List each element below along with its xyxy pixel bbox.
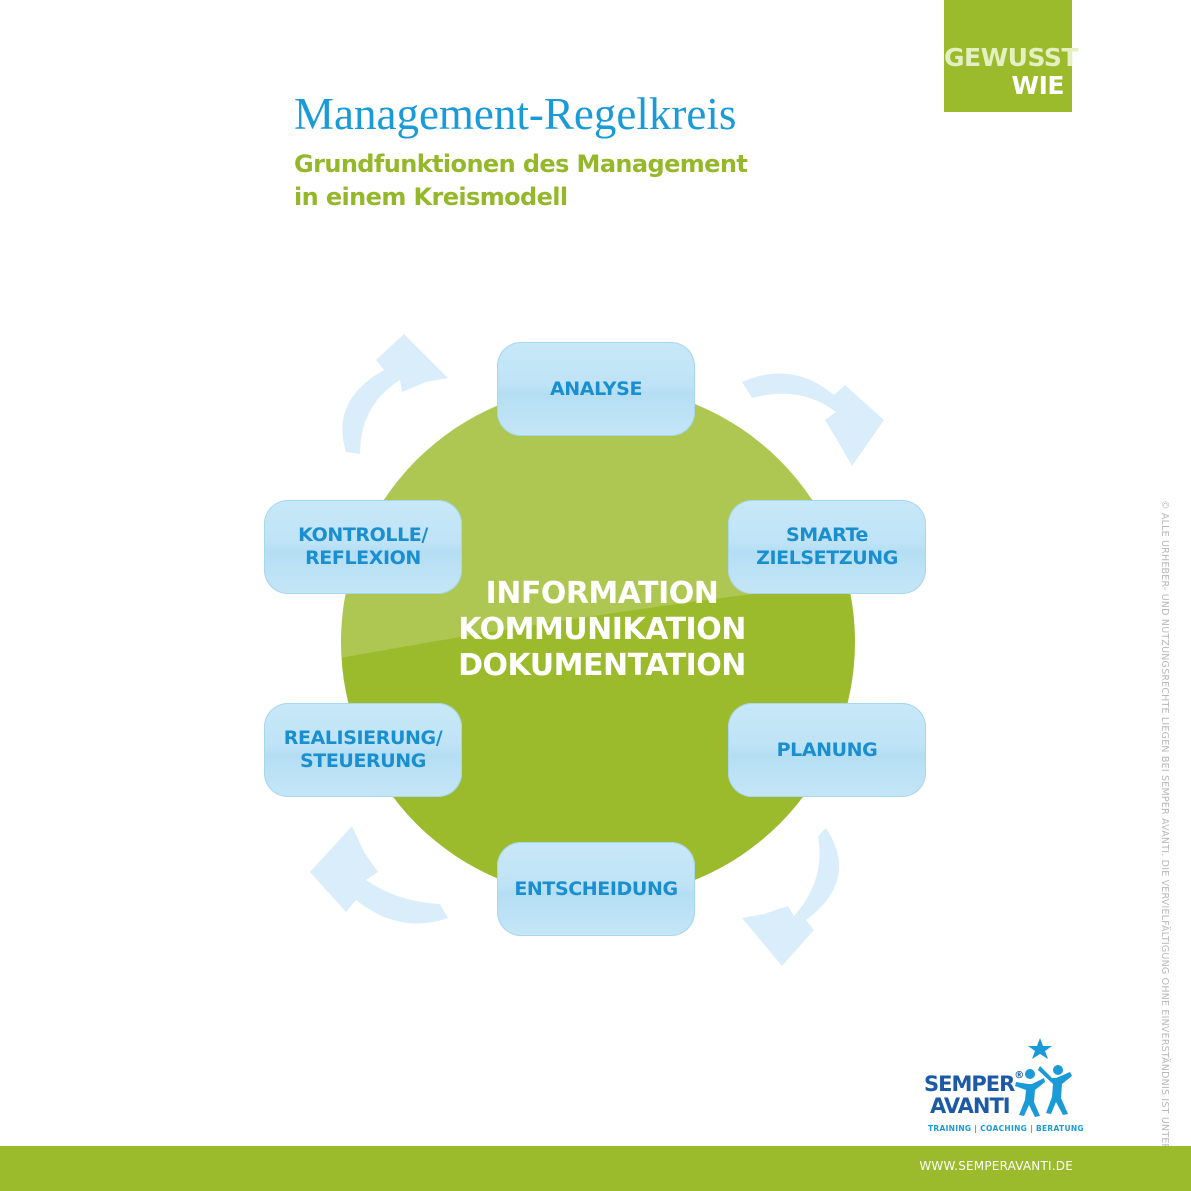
page-subtitle: Grundfunktionen des Management in einem … <box>294 148 748 214</box>
subtitle-line2: in einem Kreismodell <box>294 183 568 211</box>
badge-line2: WIE <box>1011 71 1065 100</box>
logo-semper-text: SEMPER® <box>924 1070 1024 1096</box>
node-entscheidung: ENTSCHEIDUNG <box>497 842 695 936</box>
logo-avanti-text: AVANTI <box>930 1094 1011 1118</box>
node-entscheidung-label: ENTSCHEIDUNG <box>514 877 678 900</box>
center-label-information: INFORMATION <box>485 576 719 611</box>
subtitle-line1: Grundfunktionen des Management <box>294 150 748 178</box>
gewusst-wie-badge: GEWUSST WIE <box>944 0 1078 112</box>
logo-tagline: TRAINING | COACHING | BERATUNG <box>928 1124 1084 1133</box>
center-label: INFORMATION KOMMUNIKATION DOKUMENTATION <box>402 576 802 684</box>
cycle-arrow-top-right <box>742 373 884 466</box>
cycle-arrow-bottom-right <box>742 828 840 966</box>
circle-highlight <box>341 385 855 660</box>
node-realisierung-label-2: STEUERUNG <box>300 750 426 772</box>
node-smarte-label-1: SMARTe <box>786 524 868 546</box>
logo-figures-icon <box>1015 1038 1072 1117</box>
node-smarte-label-2: ZIELSETZUNG <box>756 547 898 569</box>
badge-line1: GEWUSST <box>944 43 1078 72</box>
node-planung: PLANUNG <box>728 703 926 797</box>
footer-bar: WWW.SEMPERAVANTI.DE <box>0 1146 1191 1191</box>
node-kontrolle-reflexion: KONTROLLE/ REFLEXION <box>264 500 462 594</box>
center-label-dokumentation: DOKUMENTATION <box>458 648 746 683</box>
cycle-arrow-bottom-left <box>310 826 448 924</box>
node-kontrolle-label-1: KONTROLLE/ <box>298 524 428 546</box>
logo-registered-mark: ® <box>1014 1070 1024 1081</box>
node-realisierung-steuerung: REALISIERUNG/ STEUERUNG <box>264 703 462 797</box>
center-circle <box>341 385 855 899</box>
logo-semper: SEMPER <box>924 1072 1015 1096</box>
node-realisierung-label-1: REALISIERUNG/ <box>283 727 443 749</box>
node-smarte-zielsetzung: SMARTe ZIELSETZUNG <box>728 500 926 594</box>
node-analyse-label: ANALYSE <box>549 377 643 400</box>
node-analyse: ANALYSE <box>497 342 695 436</box>
cycle-arrow-top-left <box>342 334 448 454</box>
page-title: Management-Regelkreis <box>294 89 737 139</box>
node-planung-label: PLANUNG <box>776 738 878 761</box>
semper-avanti-logo[interactable]: SEMPER® AVANTI TRAINING | COACHING | BER… <box>922 1036 1092 1136</box>
copyright-notice: © ALLE URHEBER- UND NUTZUNGSRECHTE LIEGE… <box>1159 500 1170 1179</box>
node-kontrolle-label-2: REFLEXION <box>305 547 421 569</box>
center-label-kommunikation: KOMMUNIKATION <box>458 612 746 647</box>
footer-website-link[interactable]: WWW.SEMPERAVANTI.DE <box>919 1159 1073 1173</box>
